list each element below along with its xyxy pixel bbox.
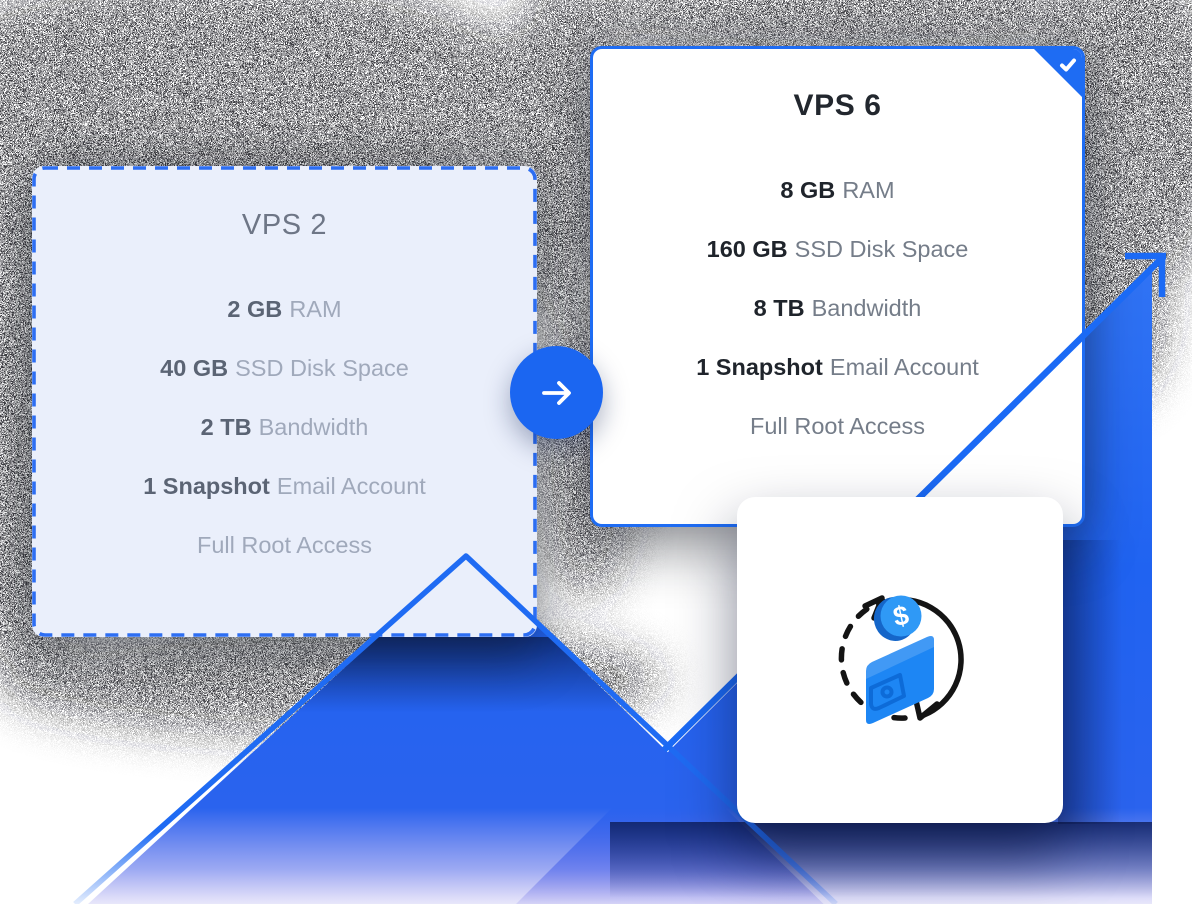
arrowhead-bottom xyxy=(912,693,940,721)
feature-root-access: Full Root Access xyxy=(749,413,925,439)
plan-title: VPS 2 xyxy=(241,209,328,241)
dashed-border xyxy=(32,166,537,637)
checkmark-icon xyxy=(1060,58,1076,72)
upgrade-arrow-button[interactable] xyxy=(510,346,603,439)
dollar-glyph: $ xyxy=(891,600,912,632)
wallet-body xyxy=(866,636,934,724)
dollar-coin-icon: $ xyxy=(873,595,922,641)
money-back-card: $ xyxy=(737,497,1063,823)
money-back-wallet-icon: $ xyxy=(838,595,964,724)
plan-title: VPS 6 xyxy=(793,89,882,122)
arrow-right-icon xyxy=(541,380,571,405)
